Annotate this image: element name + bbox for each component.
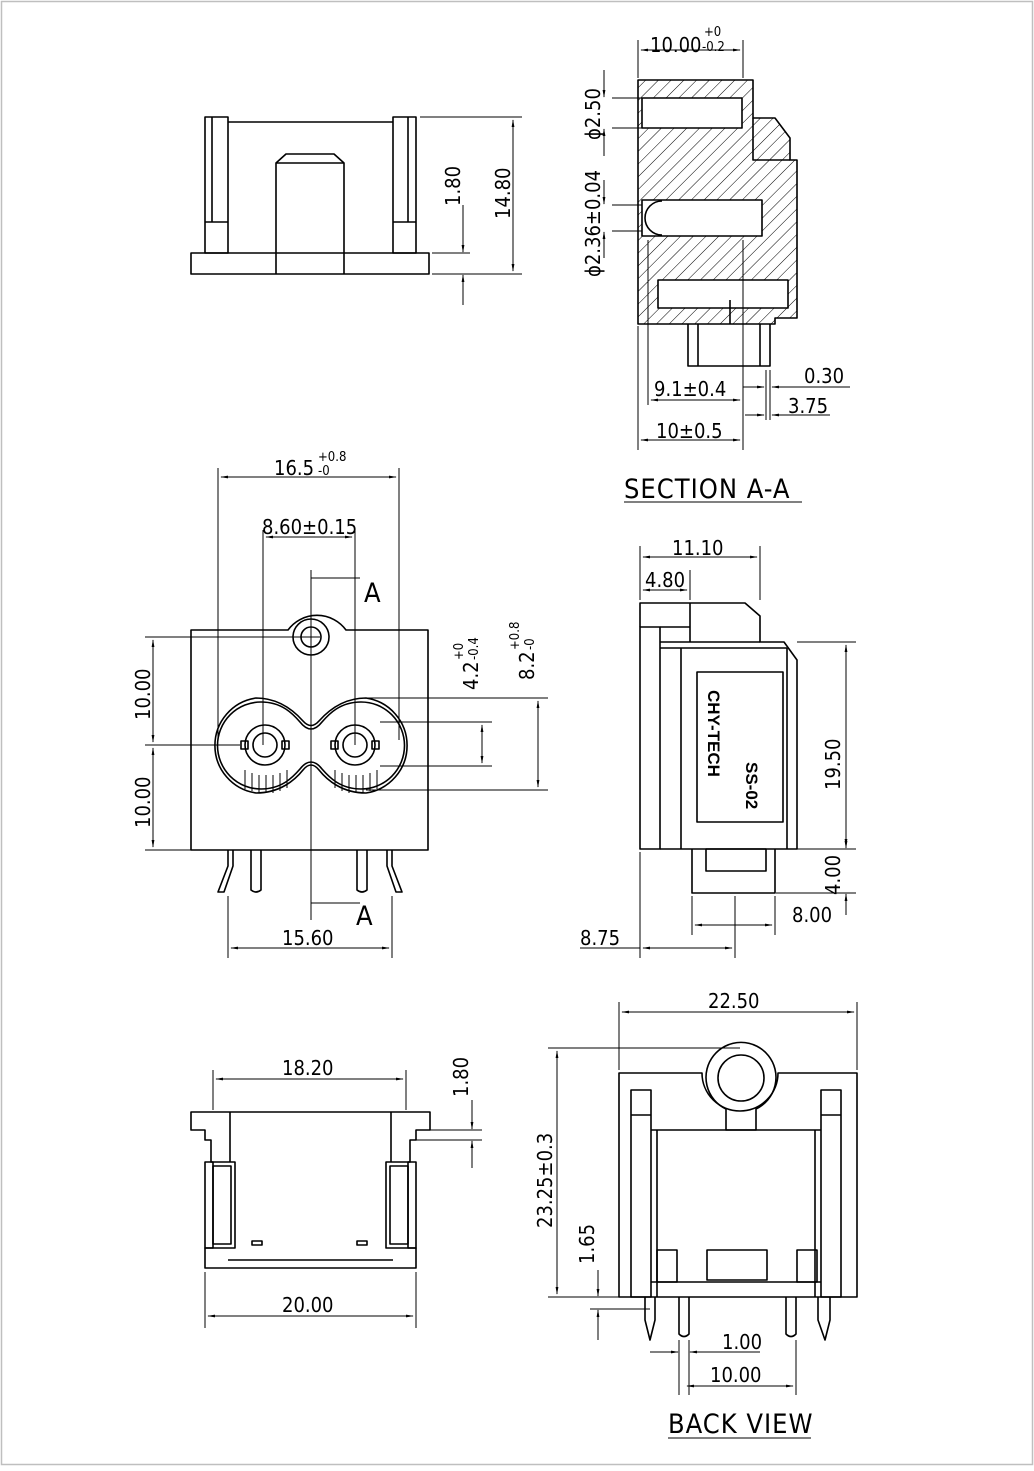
dim-section-10: 10.00 xyxy=(650,33,702,57)
front-view-dims xyxy=(145,468,548,958)
dim-top-14-80: 14.80 xyxy=(491,168,515,220)
dim-bottom-18-20: 18.20 xyxy=(282,1056,334,1080)
dim-side-4-00: 4.00 xyxy=(821,855,845,895)
dim-side-19-50: 19.50 xyxy=(821,739,845,791)
dim-back-10-00: 10.00 xyxy=(710,1363,762,1387)
dim-back-23-25: 23.25±0.3 xyxy=(533,1133,557,1228)
dim-front-4-2: 4.2 xyxy=(459,661,483,690)
dim-top-1-80: 1.80 xyxy=(441,166,465,206)
dim-back-1-65: 1.65 xyxy=(575,1224,599,1264)
dim-side-11-10: 11.10 xyxy=(672,536,724,560)
dim-back-22-50: 22.50 xyxy=(708,989,760,1013)
bottom-view-dims xyxy=(204,1070,482,1328)
bottom-view xyxy=(190,1111,431,1269)
dim-front-16-5-hi: +0.8 xyxy=(318,450,346,465)
back-view xyxy=(618,1041,858,1341)
side-view-dims xyxy=(580,546,856,958)
model-label: SS-02 xyxy=(742,762,761,809)
top-view-dims xyxy=(420,116,522,305)
dim-section-phi-2-50: ϕ2.50 xyxy=(581,88,605,140)
dim-front-10-bottom: 10.00 xyxy=(131,777,155,829)
dim-section-10-tol-lo: -0.2 xyxy=(702,40,725,55)
dim-back-1-00: 1.00 xyxy=(722,1330,762,1354)
dim-section-10-05: 10±0.5 xyxy=(656,419,723,443)
back-view-dims xyxy=(548,1002,858,1439)
top-view xyxy=(190,116,430,275)
dim-front-4-2-lo: -0.4 xyxy=(467,637,482,660)
dim-front-15-60: 15.60 xyxy=(282,926,334,950)
dim-front-8-2: 8.2 xyxy=(515,651,539,680)
dim-section-0-30: 0.30 xyxy=(804,364,844,388)
dim-side-8-75: 8.75 xyxy=(580,926,620,950)
dim-section-10-tol-hi: +0 xyxy=(704,25,721,40)
back-view-title: BACK VIEW xyxy=(668,1409,814,1440)
dim-front-16-5: 16.5 xyxy=(274,456,314,480)
dim-section-9-1: 9.1±0.4 xyxy=(654,377,726,401)
dim-section-phi-2-36: ϕ2.36±0.04 xyxy=(581,170,605,277)
annotations: 1.80 14.80 10.00 +0 -0.2 ϕ2.50 ϕ2.36±0.0… xyxy=(131,25,845,1440)
section-dims xyxy=(602,40,850,503)
section-a-a xyxy=(637,79,798,367)
dim-front-8-2-hi: +0.8 xyxy=(508,622,523,650)
dim-side-4-80: 4.80 xyxy=(645,568,685,592)
section-marker-bottom: A xyxy=(356,901,374,932)
dim-front-4-2-hi: +0 xyxy=(452,643,467,660)
dim-front-8-2-lo: -0 xyxy=(523,638,538,650)
dim-section-3-75: 3.75 xyxy=(788,394,828,418)
dim-side-8-00: 8.00 xyxy=(792,903,832,927)
section-title: SECTION A-A xyxy=(624,474,791,505)
side-view xyxy=(639,602,798,894)
dim-front-16-5-lo: -0 xyxy=(318,464,330,479)
dim-front-10-top: 10.00 xyxy=(131,669,155,721)
front-view xyxy=(190,614,429,893)
dim-front-8-60: 8.60±0.15 xyxy=(262,515,357,539)
brand-label: CHY-TECH xyxy=(704,690,723,777)
section-marker-top: A xyxy=(364,578,382,609)
dim-bottom-1-80: 1.80 xyxy=(449,1057,473,1097)
dim-bottom-20-00: 20.00 xyxy=(282,1293,334,1317)
